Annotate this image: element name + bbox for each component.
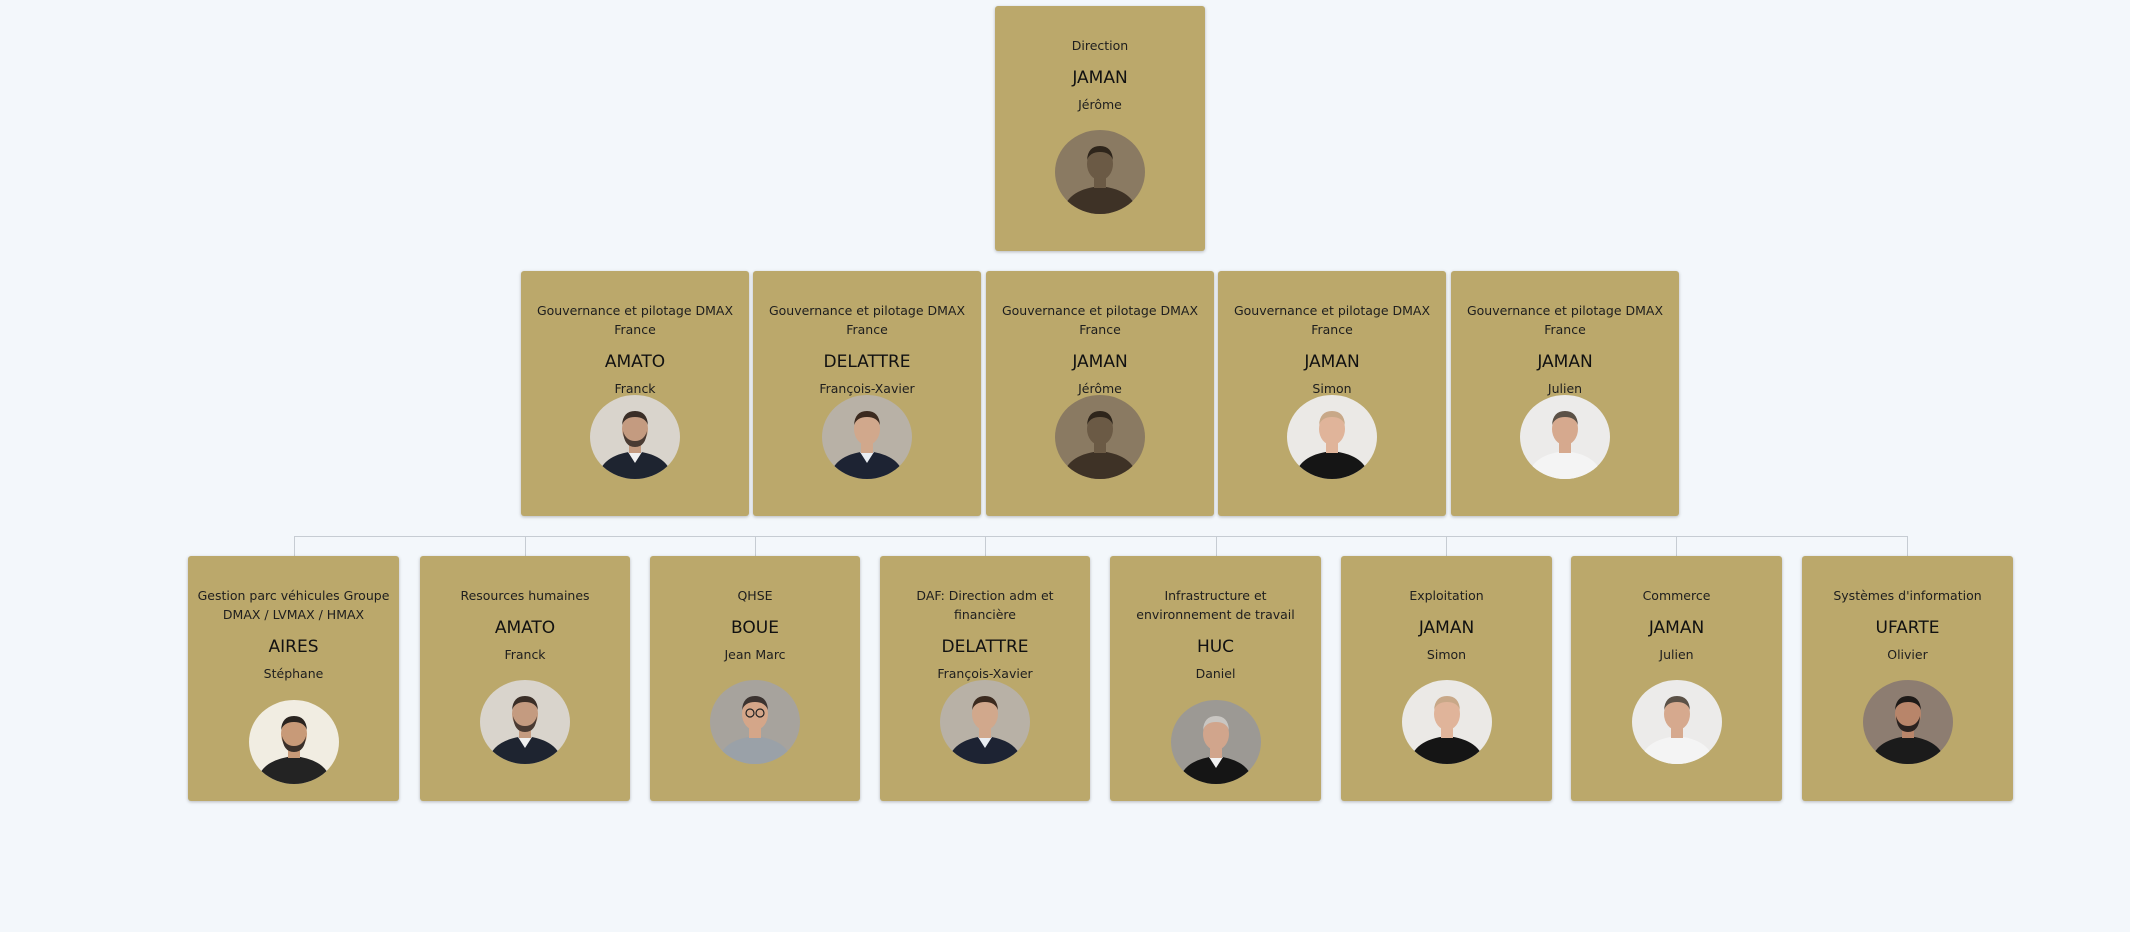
- first-name: Stéphane: [263, 666, 324, 681]
- org-card-governance[interactable]: Gouvernance et pilotage DMAX France DELA…: [753, 271, 981, 516]
- role-label: Gouvernance et pilotage DMAX France: [1233, 303, 1431, 337]
- role-label: Gestion parc véhicules Groupe DMAX / LVM…: [197, 588, 390, 622]
- connector-drop: [755, 536, 756, 556]
- org-card-governance[interactable]: Gouvernance et pilotage DMAX France AMAT…: [521, 271, 749, 516]
- connector-drop: [1446, 536, 1447, 556]
- last-name: JAMAN: [1072, 352, 1128, 372]
- org-card-department[interactable]: Resources humaines AMATO Franck: [420, 556, 630, 801]
- last-name: DELATTRE: [941, 637, 1029, 657]
- org-card-governance[interactable]: Gouvernance et pilotage DMAX France JAMA…: [1218, 271, 1446, 516]
- last-name: JAMAN: [1072, 68, 1128, 88]
- first-name: Simon: [1426, 647, 1467, 662]
- first-name: Jérôme: [1078, 381, 1122, 396]
- org-card-governance[interactable]: Gouvernance et pilotage DMAX France JAMA…: [986, 271, 1214, 516]
- first-name: Olivier: [1887, 647, 1928, 662]
- org-card-department[interactable]: QHSE BOUE Jean Marc: [650, 556, 860, 801]
- last-name: AMATO: [604, 352, 666, 372]
- org-card-department[interactable]: Systèmes d'information UFARTE Olivier: [1802, 556, 2013, 801]
- avatar: [1862, 680, 1953, 764]
- first-name: Daniel: [1195, 666, 1236, 681]
- org-card-department[interactable]: DAF: Direction adm et financière DELATTR…: [880, 556, 1090, 801]
- org-card-direction[interactable]: Direction JAMAN Jérôme: [995, 6, 1205, 251]
- first-name: Franck: [504, 647, 546, 662]
- first-name: Jérôme: [1078, 97, 1122, 112]
- avatar: [710, 680, 800, 764]
- last-name: JAMAN: [1418, 618, 1475, 638]
- last-name: AIRES: [268, 637, 319, 657]
- connector-drop: [985, 536, 986, 556]
- avatar: [590, 395, 680, 479]
- last-name: JAMAN: [1537, 352, 1593, 372]
- connector-drop: [525, 536, 526, 556]
- role-label: QHSE: [737, 588, 773, 603]
- connector-drop: [1216, 536, 1217, 556]
- last-name: HUC: [1196, 637, 1235, 657]
- avatar: [822, 395, 912, 479]
- first-name: François-Xavier: [819, 381, 915, 396]
- org-card-department[interactable]: Exploitation JAMAN Simon: [1341, 556, 1552, 801]
- org-card-governance[interactable]: Gouvernance et pilotage DMAX France JAMA…: [1451, 271, 1679, 516]
- role-label: Direction: [1071, 38, 1129, 53]
- org-card-department[interactable]: Commerce JAMAN Julien: [1571, 556, 1782, 801]
- avatar: [480, 680, 570, 764]
- avatar: [248, 700, 339, 784]
- role-label: Systèmes d'information: [1833, 588, 1982, 603]
- last-name: JAMAN: [1304, 352, 1360, 372]
- connector-drop: [1676, 536, 1677, 556]
- role-label: Exploitation: [1409, 588, 1484, 603]
- last-name: JAMAN: [1648, 618, 1705, 638]
- first-name: Franck: [614, 381, 656, 396]
- role-label: DAF: Direction adm et financière: [916, 588, 1054, 622]
- avatar: [940, 680, 1030, 764]
- role-label: Infrastructure et environnement de trava…: [1136, 588, 1295, 622]
- last-name: BOUE: [731, 618, 779, 638]
- avatar: [1055, 130, 1145, 214]
- first-name: Julien: [1659, 647, 1694, 662]
- role-label: Gouvernance et pilotage DMAX France: [768, 303, 966, 337]
- last-name: AMATO: [494, 618, 556, 638]
- role-label: Gouvernance et pilotage DMAX France: [1466, 303, 1664, 337]
- first-name: Julien: [1547, 381, 1583, 396]
- first-name: Simon: [1312, 381, 1352, 396]
- connector-drop: [1907, 536, 1908, 556]
- avatar: [1287, 395, 1377, 479]
- last-name: UFARTE: [1875, 618, 1940, 638]
- org-card-department[interactable]: Infrastructure et environnement de trava…: [1110, 556, 1321, 801]
- avatar: [1520, 395, 1610, 479]
- first-name: François-Xavier: [937, 666, 1033, 681]
- avatar: [1631, 680, 1722, 764]
- role-label: Gouvernance et pilotage DMAX France: [536, 303, 734, 337]
- role-label: Gouvernance et pilotage DMAX France: [1001, 303, 1199, 337]
- avatar: [1401, 680, 1492, 764]
- connector-horizontal: [294, 536, 1907, 537]
- role-label: Commerce: [1642, 588, 1711, 603]
- avatar: [1055, 395, 1145, 479]
- last-name: DELATTRE: [823, 352, 911, 372]
- role-label: Resources humaines: [460, 588, 590, 603]
- connector-drop: [294, 536, 295, 556]
- first-name: Jean Marc: [724, 647, 786, 662]
- org-card-department[interactable]: Gestion parc véhicules Groupe DMAX / LVM…: [188, 556, 399, 801]
- avatar: [1170, 700, 1261, 784]
